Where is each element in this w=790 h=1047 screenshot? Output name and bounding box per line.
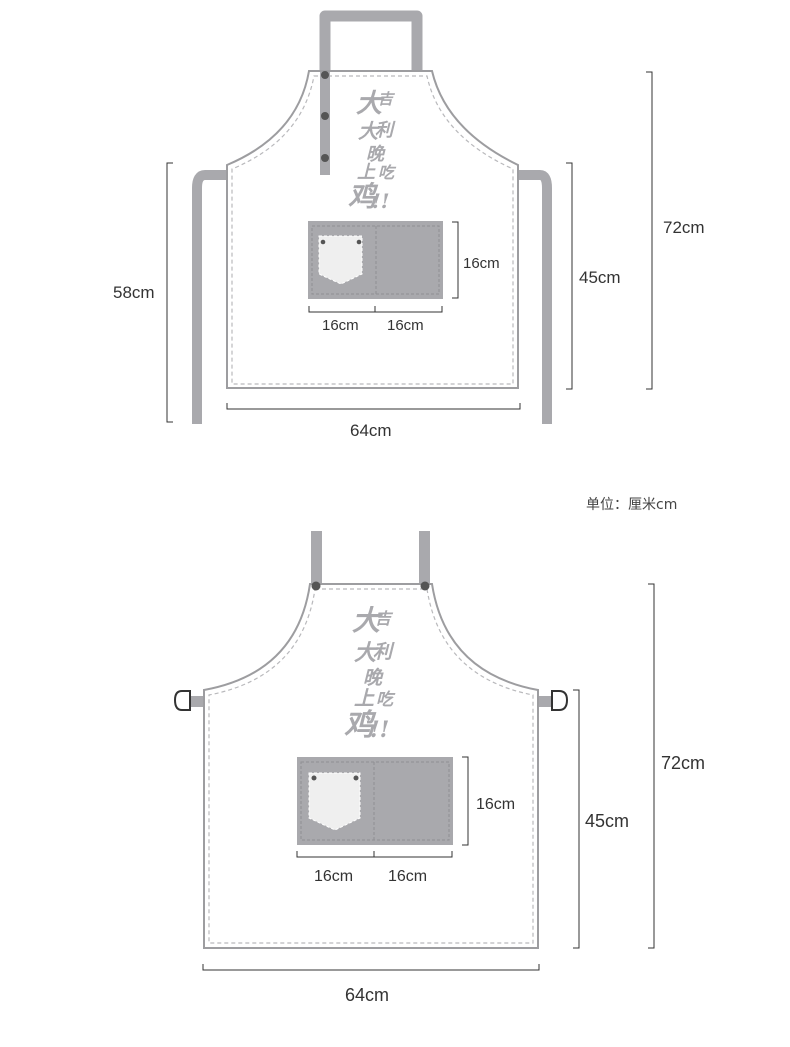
slogan-char: 晚 [363,667,384,689]
top-dimensions [166,71,653,423]
bottom-apron: 大 吉 大 利 晚 上 吃 鸡 !! 72cm [173,531,705,1005]
top-pocket [308,221,443,299]
slogan-char: 吉 [378,90,396,108]
bottom-pocket-height-label: 16cm [476,796,515,813]
bottom-total-height-label: 72cm [661,753,705,773]
top-apron: 大 吉 大 利 晚 上 吃 鸡 !! [113,10,705,440]
slogan-char: 大 [358,119,381,143]
top-rivet [321,71,329,79]
bottom-slogan: 大 吉 大 利 晚 上 吃 鸡 !! [344,604,396,743]
slogan-char: !! [370,717,389,743]
slogan-char: 鸡 [344,708,377,743]
bottom-left-neck-strap [311,531,322,587]
bottom-pocket [297,757,453,845]
bottom-right-d-ring [536,690,569,711]
slogan-char: 吃 [378,163,397,182]
top-width-label: 64cm [350,421,392,440]
top-pocket-right-width-label: 16cm [387,317,424,334]
unit-note: 单位：厘米cm [586,497,678,513]
slogan-char: 大 [354,640,379,666]
top-left-waist-strap [192,170,230,424]
slogan-char: !! [372,189,390,213]
slogan-char: 吃 [376,690,396,710]
bottom-width-label: 64cm [345,985,389,1005]
slogan-char: 晚 [366,144,386,165]
bottom-dimensions [202,583,655,971]
top-total-height-label: 72cm [663,218,705,237]
bottom-rivet [311,581,321,591]
bottom-apron-stitching [208,588,534,944]
slogan-char: 大 [352,604,383,637]
top-rivet [321,154,329,162]
bottom-rivet [420,581,430,591]
slogan-char: 鸡 [348,180,379,213]
top-strap-tab [320,72,330,175]
top-side-height-label: 58cm [113,283,155,302]
bottom-left-d-ring [173,690,206,711]
top-pocket-flap [318,235,363,285]
bottom-pocket-right-width-label: 16cm [388,868,427,885]
bottom-pocket-left-width-label: 16cm [314,868,353,885]
slogan-char: 利 [373,641,395,663]
top-neck-strap [319,10,423,75]
slogan-char: 上 [357,162,376,183]
slogan-char: 吉 [375,609,394,628]
top-pocket-left-width-label: 16cm [322,317,359,334]
bottom-right-neck-strap [419,531,430,587]
top-pocket-height-label: 16cm [463,255,500,272]
top-rivet [321,112,329,120]
slogan-char: 上 [354,686,375,710]
bottom-body-height-label: 45cm [585,811,629,831]
slogan-char: 大 [356,89,385,119]
top-slogan: 大 吉 大 利 晚 上 吃 鸡 !! [348,89,397,213]
top-right-waist-strap [517,170,552,424]
slogan-char: 利 [375,120,396,141]
top-body-height-label: 45cm [579,268,621,287]
bottom-pocket-flap [308,772,361,831]
